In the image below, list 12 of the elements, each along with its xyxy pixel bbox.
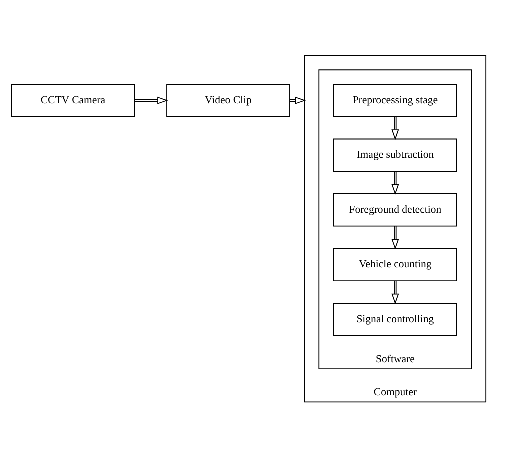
- arrow: [134, 96, 168, 104]
- arrow: [392, 280, 400, 304]
- node-box: Image subtraction: [334, 138, 458, 172]
- arrow: [392, 170, 400, 195]
- node-box: CCTV Camera: [11, 84, 136, 117]
- node-box: Video Clip: [166, 84, 290, 117]
- node-box: Signal controlling: [334, 302, 458, 336]
- node-box: Foreground detection: [334, 193, 458, 226]
- arrow: [392, 116, 400, 140]
- node-box: Vehicle counting: [334, 248, 458, 281]
- arrow: [392, 225, 400, 250]
- node-box: Preprocessing stage: [334, 84, 458, 117]
